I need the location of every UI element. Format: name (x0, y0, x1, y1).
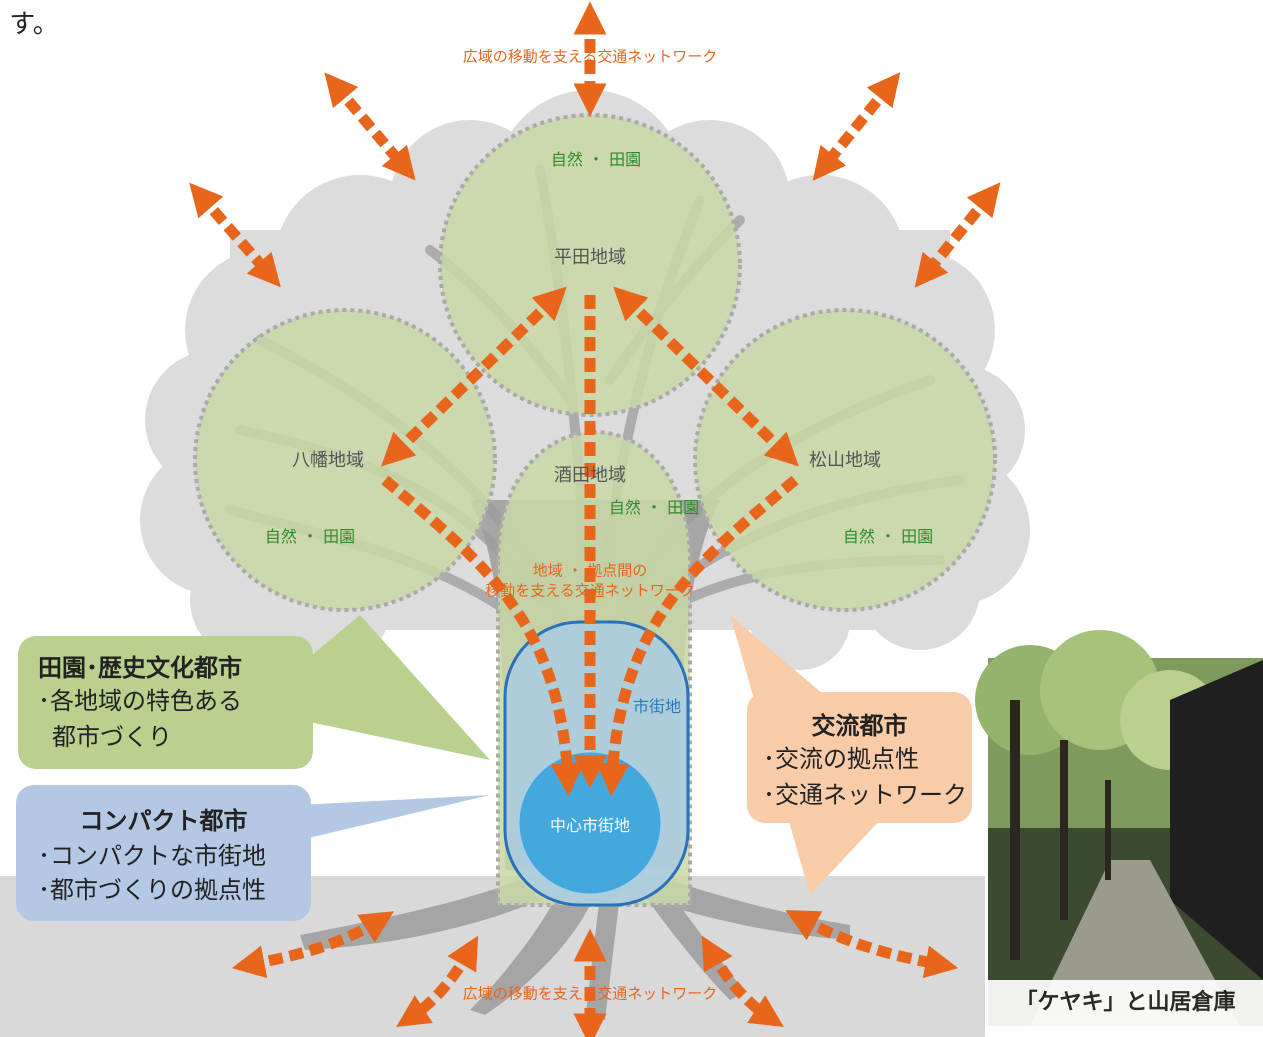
callout-compact: コンパクト都市 ･コンパクトな市街地 ･都市づくりの拠点性 (16, 785, 311, 921)
nature-label-sakata: 自然 ・ 田園 (608, 498, 700, 517)
nature-label-heita: 自然 ・ 田園 (550, 150, 642, 169)
shigaichi-label: 市街地 (632, 697, 682, 716)
callout-compact-line1: ･コンパクトな市街地 (38, 842, 266, 870)
nature-label-matsuyama: 自然 ・ 田園 (842, 527, 934, 546)
callout-denen: 田園･歴史文化都市 ･各地域の特色ある 都市づくり (18, 636, 313, 769)
center-arrows (381, 295, 799, 797)
callout-denen-title: 田園･歴史文化都市 (38, 654, 242, 682)
callout-koryu-line1: ･交流の拠点性 (763, 745, 919, 773)
callout-denen-line2: 都市づくり (52, 723, 172, 751)
callout-pointer-denen (300, 615, 490, 760)
network-label-middle-1: 地域 ・ 拠点間の (532, 561, 648, 580)
network-label-middle-2: 移動を支える交通ネットワーク (485, 581, 695, 600)
callout-pointer-compact (300, 795, 490, 840)
chushin-label: 中心市街地 (549, 816, 631, 835)
nature-label-yawata: 自然 ・ 田園 (264, 527, 356, 546)
network-arrows (189, 1, 1001, 1037)
callout-compact-line2: ･都市づくりの拠点性 (38, 876, 266, 904)
callout-koryu: 交流都市 ･交流の拠点性 ･交通ネットワーク (747, 692, 972, 823)
region-label-yawata: 八幡地域 (292, 450, 364, 471)
network-label-bottom: 広域の移動を支える交通ネットワーク (462, 984, 718, 1003)
region-label-matsuyama: 松山地域 (809, 450, 881, 471)
callout-denen-line1: ･各地域の特色ある (38, 687, 242, 715)
keyaki-photo (975, 630, 1263, 1026)
intro-text-fragment: す。 (9, 9, 59, 40)
region-label-sakata: 酒田地域 (554, 465, 626, 486)
network-label-top: 広域の移動を支える交通ネットワーク (462, 47, 718, 66)
callout-koryu-title: 交流都市 (811, 712, 908, 740)
callout-koryu-line2: ･交通ネットワーク (763, 781, 967, 809)
region-label-heita: 平田地域 (554, 247, 626, 268)
photo-caption: 「ケヤキ」と山居倉庫 (988, 980, 1263, 1026)
callout-compact-title: コンパクト都市 (79, 807, 248, 835)
